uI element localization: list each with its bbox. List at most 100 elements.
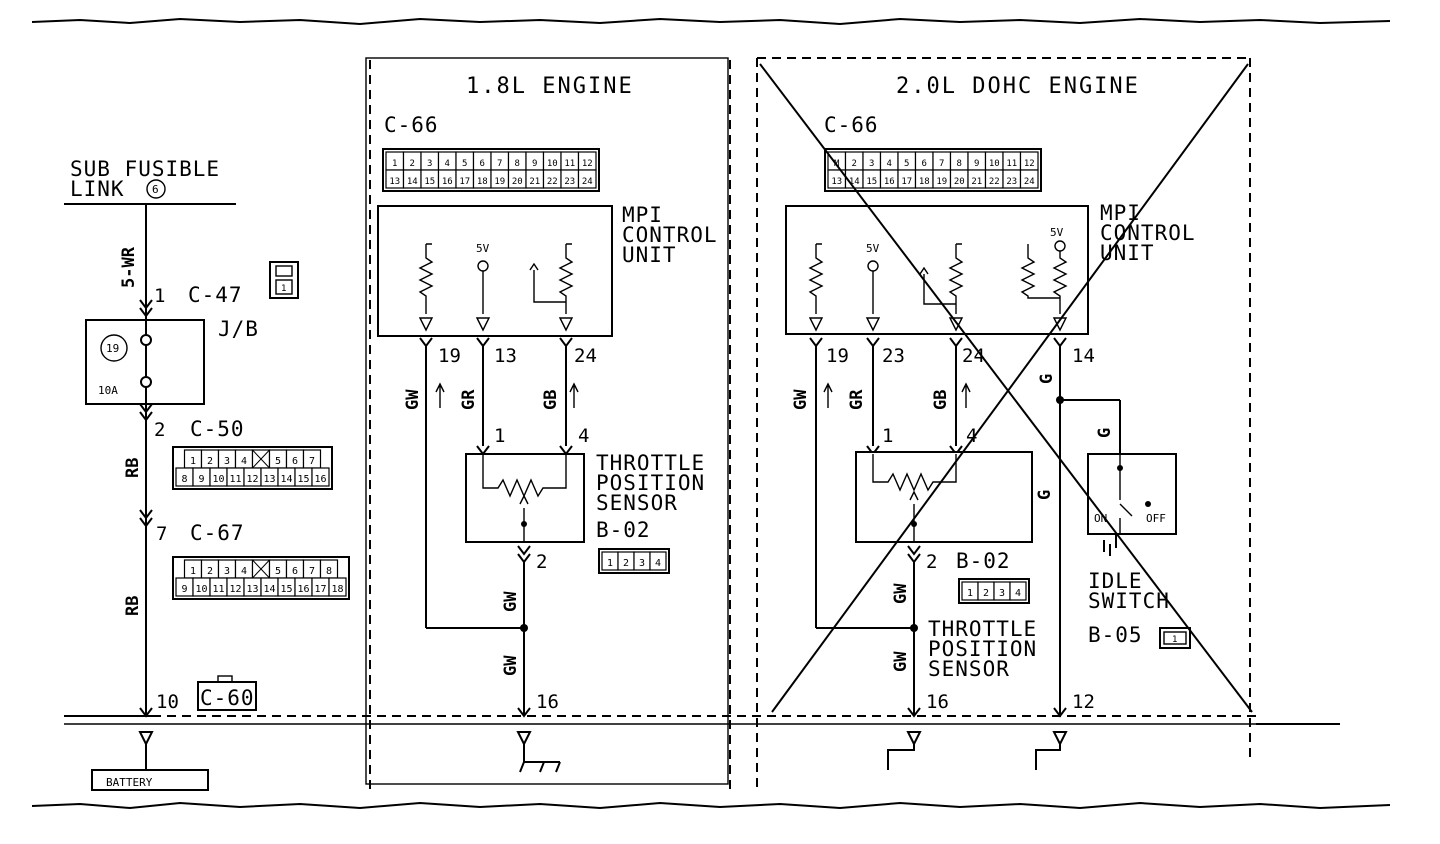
section-20-sensor-pin-4: 4 (966, 425, 977, 447)
connector-pin-number: 9 (198, 474, 204, 485)
junction-block-label: J/B (218, 317, 259, 341)
section-20-sensor-box (855, 451, 1033, 543)
section-20-pin-23: 23 (882, 345, 905, 367)
connector-pin-number: 6 (480, 159, 485, 169)
connector-pin-number: 17 (901, 177, 912, 187)
wire-5wr-label: 5-WR (119, 246, 139, 288)
connector-pin-number: 2 (207, 566, 213, 577)
section-18-sensor-line2: POSITION (596, 471, 705, 495)
connector-pin-number: 11 (212, 584, 224, 595)
section-18-arrow-24 (529, 262, 539, 271)
section-20-supply-5v: 5V (866, 242, 880, 255)
connector-pin-number: 2 (852, 159, 857, 169)
section-20-switch-line2: SWITCH (1088, 589, 1170, 613)
connector-pin-number: 7 (309, 566, 315, 577)
connector-pin-number: 6 (292, 456, 298, 467)
c50-pin: 2 (154, 419, 165, 441)
connector-pin-number: 5 (275, 566, 281, 577)
connector-pin-number: 3 (639, 558, 645, 569)
connector-pin-number: 17 (314, 584, 326, 595)
c47-label: C-47 (188, 283, 243, 307)
strike-line-2 (771, 63, 1249, 713)
section-20-input-19 (808, 317, 824, 332)
connector-pin-number: 1 (607, 558, 613, 569)
section-20-wire-gw-label: GW (791, 389, 811, 410)
section-18-input-13 (475, 317, 491, 332)
section-18-wiper-dot (521, 521, 527, 527)
connector-pin-number: 1 (967, 588, 973, 599)
section-20-switch-wire-label: G (1095, 428, 1115, 438)
section-20-resistor-14a (1020, 244, 1060, 299)
section-20-switch-off: OFF (1146, 512, 1166, 525)
section-18-input-24 (558, 317, 574, 332)
connector-pin-number: 9 (181, 584, 187, 595)
fuse-19-number: 19 (106, 342, 119, 355)
connector-pin-number: 21 (529, 177, 540, 187)
section-20-sensor-out-arrows (907, 545, 921, 564)
section-18-sensor-pin-1: 1 (494, 425, 505, 447)
c67-connector-arrow (139, 509, 153, 528)
section-20-resistor-24 (923, 243, 964, 314)
connector-pin-number: 16 (884, 177, 895, 187)
section-20-input-24 (948, 317, 964, 332)
battery-label: BATTERY (106, 776, 153, 789)
section-20-switch-line1: IDLE (1088, 569, 1143, 593)
section-20-pin-24: 24 (962, 345, 985, 367)
connector-pin-number: 20 (954, 177, 965, 187)
section-18-wire-gr-label: GR (459, 389, 479, 410)
connector-pin-number: 11 (229, 474, 241, 485)
section-20-resistor-14b (1052, 251, 1068, 314)
section-18-ecu-line3: UNIT (622, 243, 677, 267)
connector-pin-number: 12 (246, 474, 258, 485)
section-20-switch-contacts (1119, 454, 1133, 534)
section-20-ground-arrows (907, 707, 1067, 718)
section-20-switch-connector: B-05 (1088, 623, 1143, 647)
connector-pin-number: 9 (974, 159, 979, 169)
section-20-resistor-19 (808, 243, 824, 314)
connector-pin-number: 6 (922, 159, 927, 169)
fuse-terminal-bottom (140, 376, 152, 388)
connector-pin-number: 18 (919, 177, 930, 187)
section-20-switch-off-dot (1145, 501, 1151, 507)
connector-pin-number: 4 (1015, 588, 1021, 599)
connector-pin-number: 7 (497, 159, 502, 169)
section-18-ecu-line1: MPI (622, 203, 663, 227)
section-18-resistor-19 (418, 243, 434, 314)
section-18-wire-gw-label: GW (403, 389, 423, 410)
connector-pin-number: 1 (392, 159, 397, 169)
section-20-ecu-line2: CONTROL (1100, 221, 1196, 245)
strike-line-1 (759, 63, 1253, 713)
connector-pin-number: 15 (424, 177, 435, 187)
section-20-title: 2.0L DOHC ENGINE (896, 74, 1140, 99)
section-18-supply-5v: 5V (476, 242, 490, 255)
connector-pin-number: 11 (564, 159, 575, 169)
c47-connector-icon: 1 (269, 261, 299, 299)
section-20-sensor-pin-2: 2 (926, 551, 937, 573)
c67-pin: 7 (156, 523, 167, 545)
connector-pin-number: 12 (229, 584, 241, 595)
connector-pin-number: 21 (971, 177, 982, 187)
section-20-wiper-dot (911, 521, 917, 527)
section-18-flow-arrows (435, 382, 579, 408)
connector-pin-number: 1 (190, 566, 196, 577)
connector-pin-number: 15 (297, 474, 309, 485)
connector-pin-number: 22 (547, 177, 558, 187)
connector-pin-number: 13 (389, 177, 400, 187)
connector-pin-number: 8 (181, 474, 187, 485)
section-18-ground-pin: 16 (536, 691, 559, 713)
connector-pin-number: 14 (263, 584, 275, 595)
c47-pin: 1 (154, 285, 165, 307)
section-20-splice (910, 624, 918, 632)
connector-pin-number: 14 (849, 177, 860, 187)
section-18-connector-label: C-66 (384, 113, 439, 137)
section-20-sensor-line2: POSITION (928, 637, 1037, 661)
connector-pin-number: 23 (1006, 177, 1017, 187)
section-18-wire-gw-upper: GW (501, 591, 521, 612)
connector-pin-number: 4 (445, 159, 450, 169)
connector-pin-number: 16 (442, 177, 453, 187)
fuse-rating: 10A (98, 384, 118, 397)
section-20-wire-gw-upper: GW (891, 583, 911, 604)
